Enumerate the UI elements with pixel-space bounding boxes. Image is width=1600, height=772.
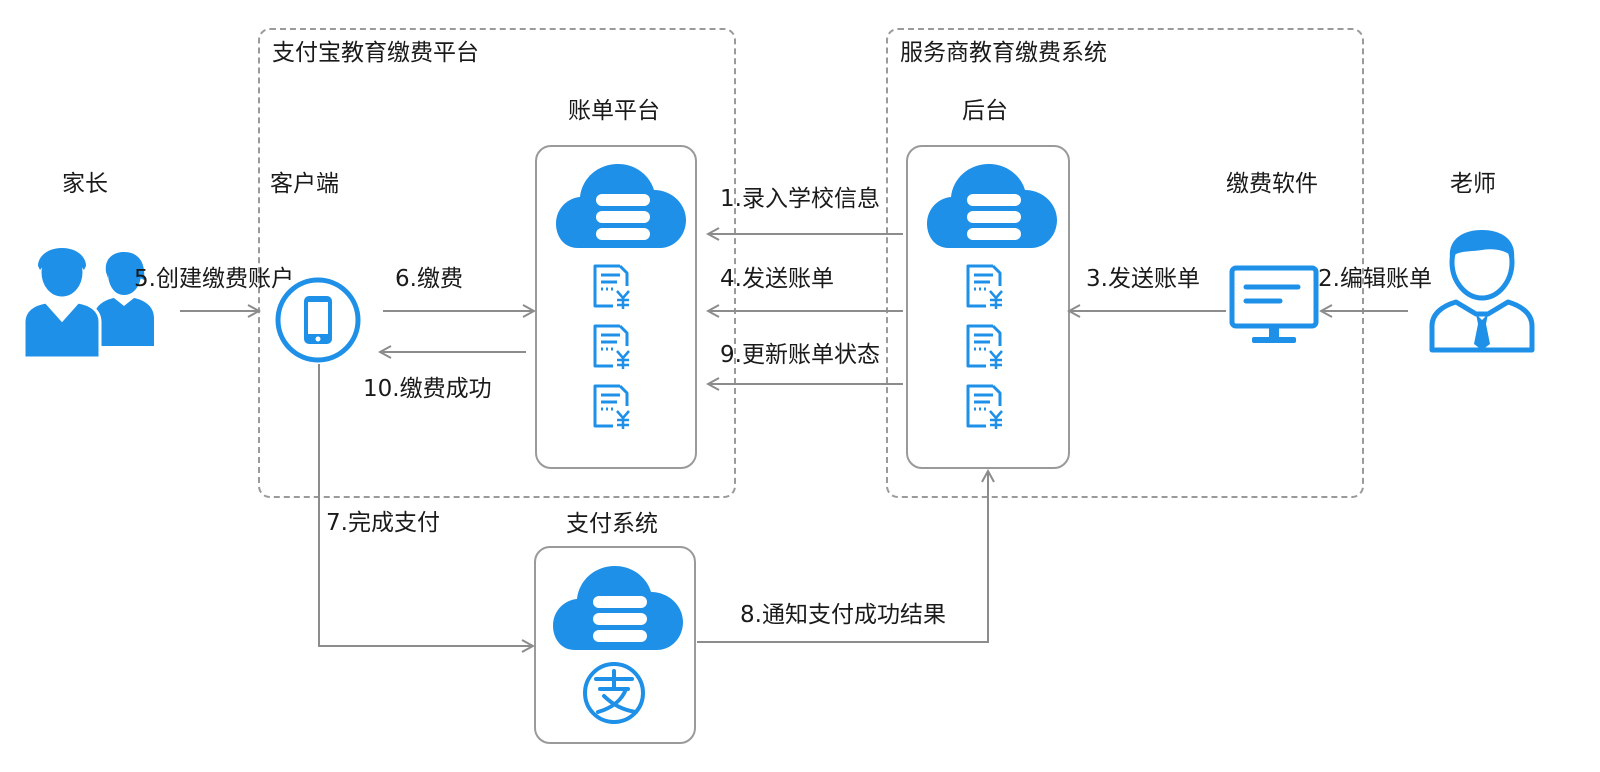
step-4-label: 4.发送账单 <box>720 266 834 292</box>
payment-cloud-icon <box>553 566 683 650</box>
teacher-icon <box>1429 230 1535 353</box>
step-2-label: 2.编辑账单 <box>1318 266 1432 292</box>
parents-icon <box>22 248 154 360</box>
alipay-icon <box>583 662 645 724</box>
backend-cloud-icon <box>927 164 1057 248</box>
bill-icon <box>966 384 1004 430</box>
monitor-icon <box>1229 265 1319 343</box>
step-10-label: 10.缴费成功 <box>363 376 492 402</box>
payment-software-label: 缴费软件 <box>1226 171 1318 197</box>
step-8-label: 8.通知支付成功结果 <box>740 602 946 628</box>
bill-icon <box>593 324 631 370</box>
billing-cloud-icon <box>556 164 686 248</box>
arrow-s8 <box>697 472 988 643</box>
phone-icon <box>275 277 361 363</box>
step-6-label: 6.缴费 <box>395 266 463 292</box>
step-9-label: 9.更新账单状态 <box>720 342 880 368</box>
billing-platform-label: 账单平台 <box>568 98 660 124</box>
bill-icon <box>593 384 631 430</box>
bill-icon <box>966 324 1004 370</box>
step-5-label: 5.创建缴费账户 <box>134 266 294 292</box>
bill-icon <box>966 264 1004 310</box>
provider-system-group <box>886 28 1364 498</box>
bill-icon <box>593 264 631 310</box>
client-label: 客户端 <box>270 171 339 197</box>
arrow-s7 <box>318 364 532 646</box>
provider-system-title: 服务商教育缴费系统 <box>900 40 1107 66</box>
step-1-label: 1.录入学校信息 <box>720 186 880 212</box>
parent-label: 家长 <box>62 171 108 197</box>
teacher-label: 老师 <box>1450 171 1496 197</box>
step-7-label: 7.完成支付 <box>326 510 440 536</box>
payment-system-label: 支付系统 <box>566 511 658 537</box>
step-3-label: 3.发送账单 <box>1086 266 1200 292</box>
alipay-platform-group <box>258 28 736 498</box>
backend-label: 后台 <box>962 98 1008 124</box>
alipay-platform-title: 支付宝教育缴费平台 <box>272 40 479 66</box>
